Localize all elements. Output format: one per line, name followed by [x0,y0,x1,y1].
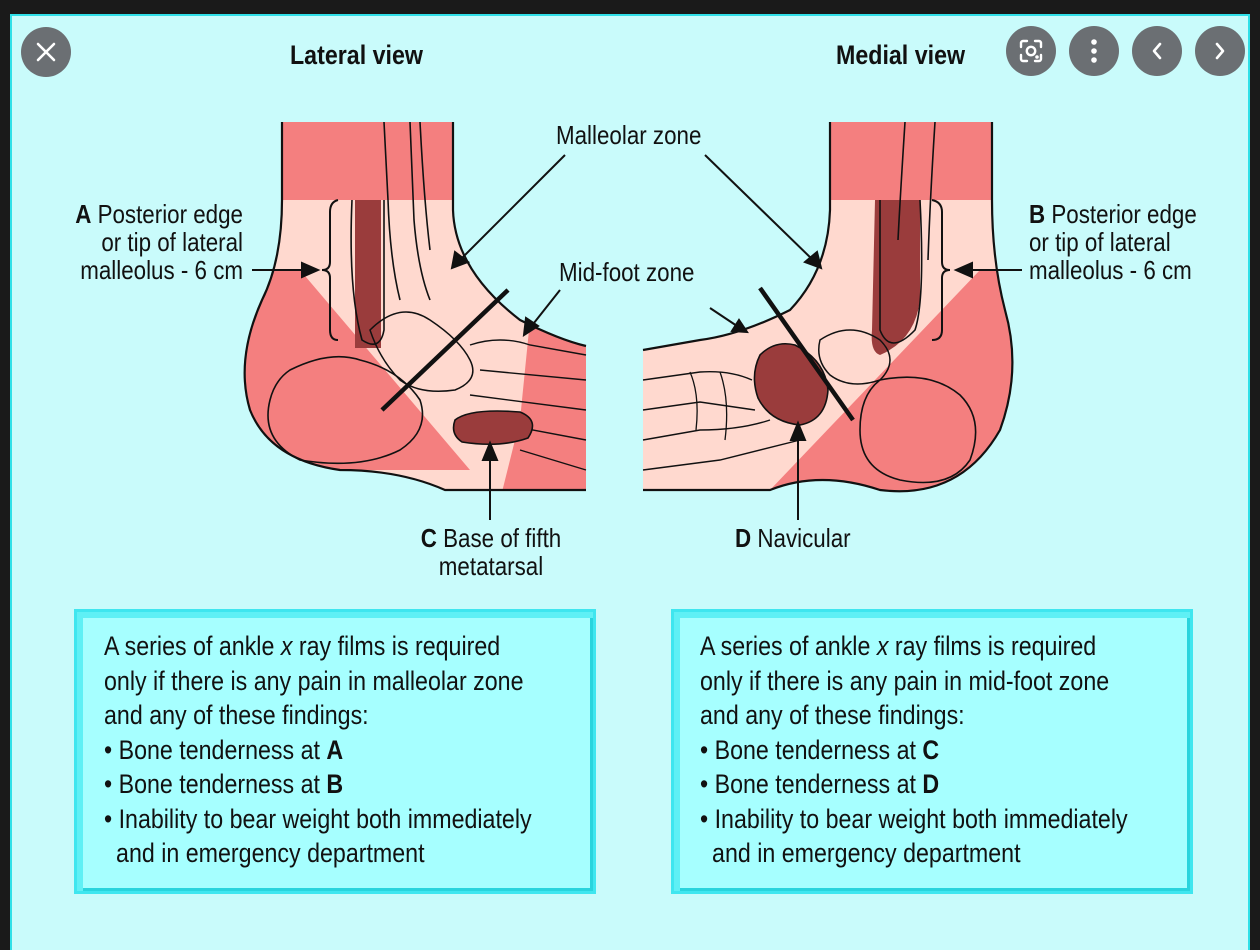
midfoot-criteria-box [671,609,1193,894]
close-icon [36,42,56,62]
left-line1-em: x [280,631,293,661]
label-a-line1: Posterior edge [97,199,243,229]
previous-button[interactable] [1132,26,1182,76]
close-button[interactable] [21,27,71,77]
left-line1-post: ray films is required [292,631,501,661]
right-line2: only if there is any pain in mid-foot zo… [700,665,1110,696]
label-b-line1: Posterior edge [1051,199,1197,229]
left-bullet1: • Bone tenderness at [104,734,327,765]
left-line3: and any of these findings: [104,700,369,730]
viewer-top-bar [0,0,1260,14]
medial-foot [642,121,1014,493]
label-d-line1: Navicular [757,523,851,553]
label-c: C Base of fifth metatarsal [392,524,590,580]
left-bullet3-line1: • Inability to bear weight both immediat… [104,803,532,834]
label-b-letter: B [1029,199,1046,229]
label-c-letter: C [420,523,437,553]
lens-icon [1019,39,1043,63]
left-bullet2-letter: B [326,769,344,799]
label-c-line1: Base of fifth [443,523,562,553]
malleolar-criteria-box [74,609,596,894]
malleolar-zone-label: Malleolar zone [556,120,702,150]
medial-view-title: Medial view [836,40,966,70]
label-b: B Posterior edge or tip of lateral malle… [1029,200,1197,284]
right-bullet3-line1: • Inability to bear weight both immediat… [700,803,1128,834]
right-line1-post: ray films is required [888,631,1097,661]
next-button[interactable] [1195,26,1245,76]
lens-button[interactable] [1006,26,1056,76]
right-bullet1-letter: C [922,734,940,765]
right-line1-pre: A series of ankle [700,631,877,661]
chevron-left-icon [1152,42,1162,60]
left-line2: only if there is any pain in malleolar z… [104,665,524,696]
lateral-foot [243,121,587,492]
left-bullet2: • Bone tenderness at [104,769,327,799]
leader-lines [252,154,1022,520]
midfoot-criteria-text: A series of ankle x ray films is require… [700,629,1128,871]
right-bullet2: • Bone tenderness at [700,769,923,799]
right-line3: and any of these findings: [700,700,965,730]
label-a: A Posterior edge or tip of lateral malle… [32,200,243,284]
right-bullet3-line2: and in emergency department [712,838,1021,868]
right-line1-em: x [876,631,889,661]
left-bullet1-letter: A [326,734,344,765]
label-a-letter: A [75,199,92,229]
right-bullet1: • Bone tenderness at [700,734,923,765]
lateral-view-title: Lateral view [290,40,423,70]
label-b-line3: malleolus - 6 cm [1029,255,1192,285]
midfoot-zone-label: Mid-foot zone [559,257,695,287]
label-a-line2: or tip of lateral [101,227,243,257]
more-options-button[interactable] [1069,26,1119,76]
more-vertical-icon [1091,39,1097,63]
label-b-line2: or tip of lateral [1029,227,1171,257]
right-bullet2-letter: D [922,769,940,799]
label-d-letter: D [735,523,752,553]
chevron-right-icon [1215,42,1225,60]
label-a-line3: malleolus - 6 cm [80,255,243,285]
malleolar-criteria-text: A series of ankle x ray films is require… [104,629,532,871]
left-line1-pre: A series of ankle [104,631,281,661]
label-d: D Navicular [735,524,851,552]
label-c-line2: metatarsal [438,551,544,581]
left-bullet3-line2: and in emergency department [116,838,425,868]
